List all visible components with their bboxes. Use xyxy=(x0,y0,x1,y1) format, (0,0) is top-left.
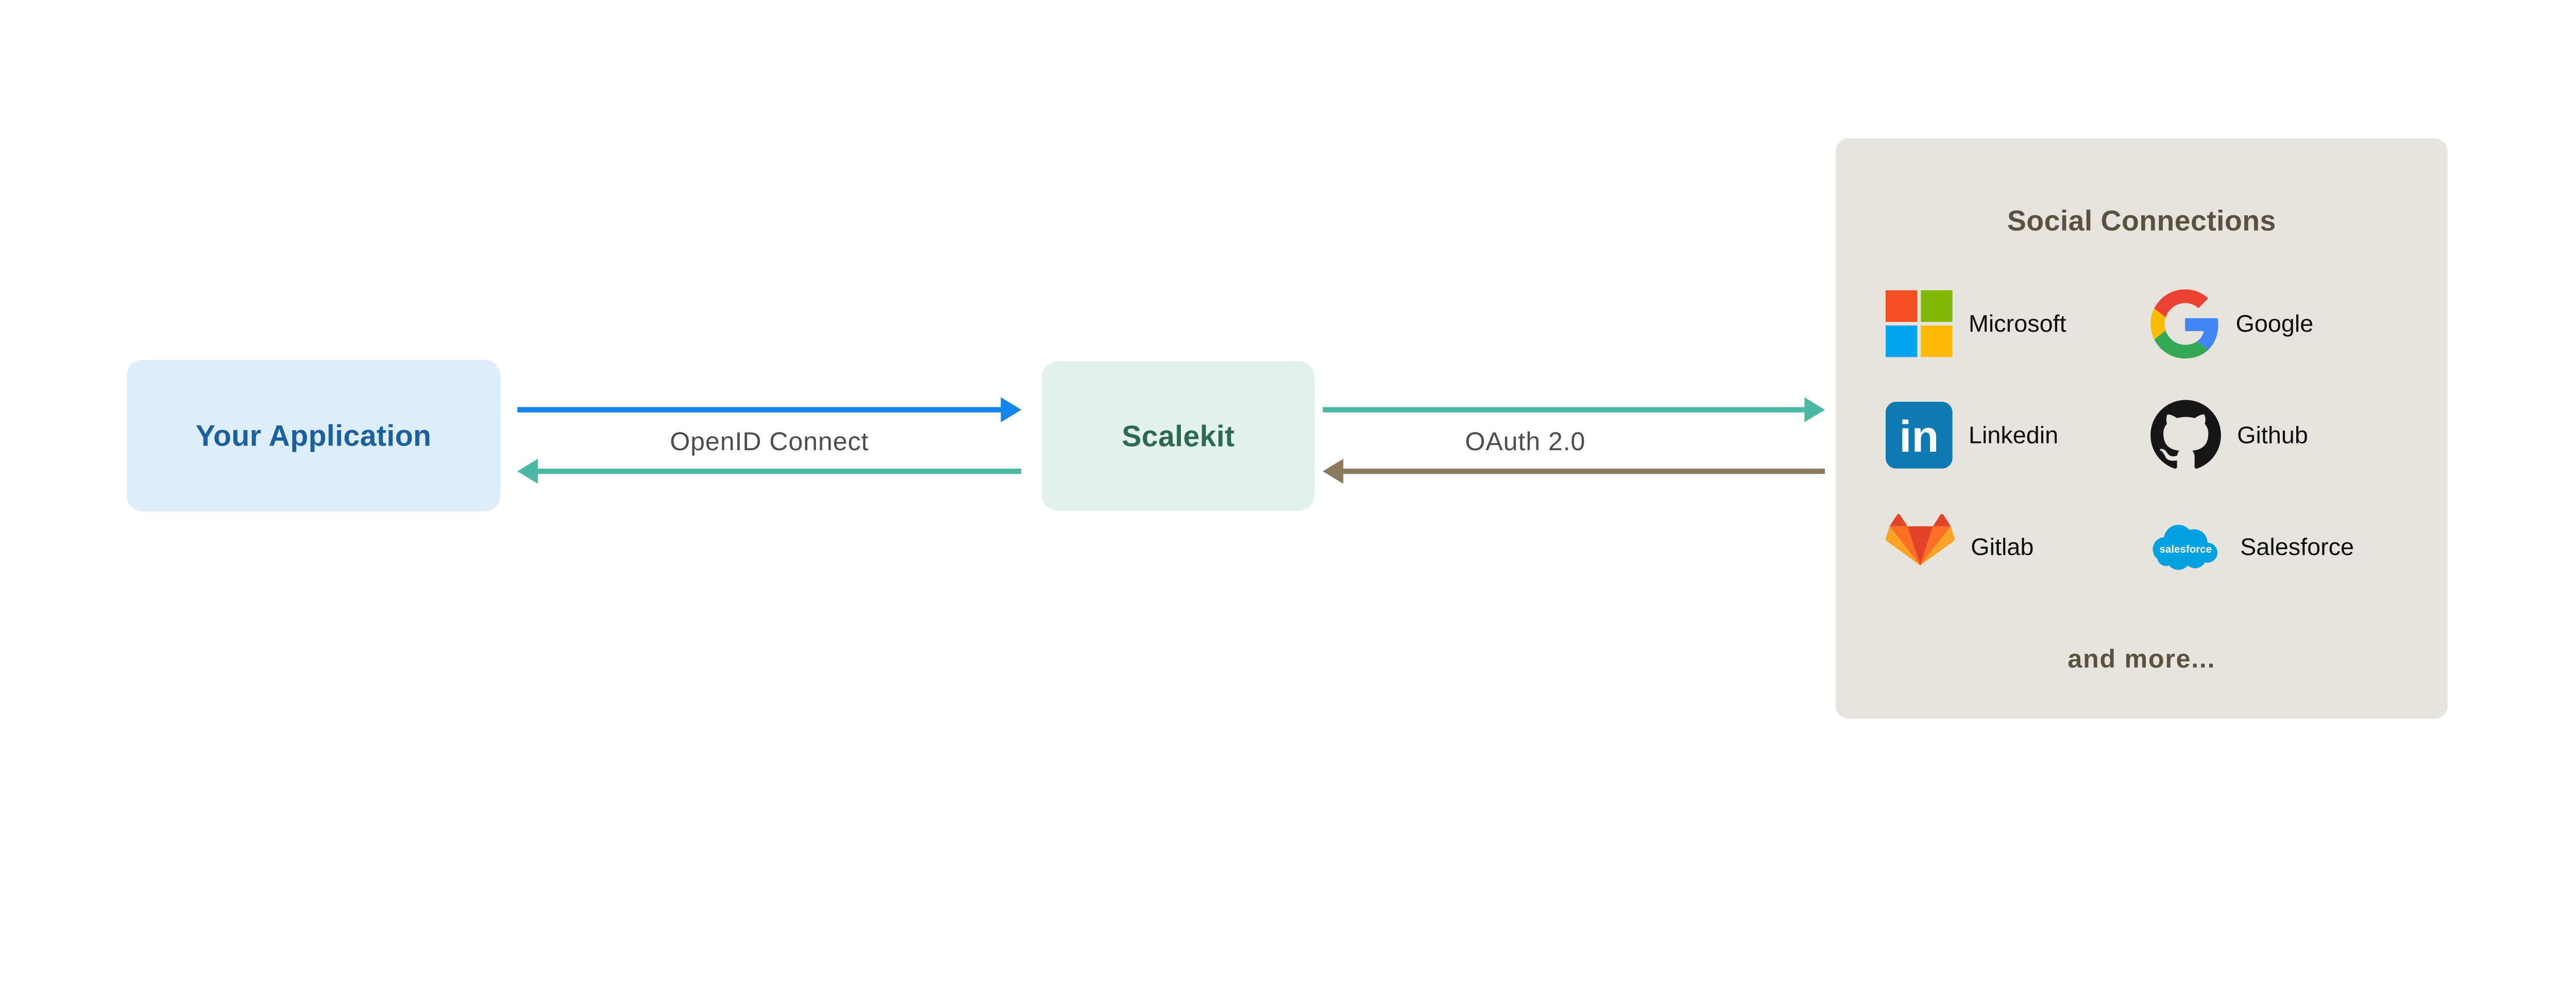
and-more-text: and more... xyxy=(2067,644,2216,674)
provider-label-salesforce: Salesforce xyxy=(2240,534,2354,561)
arrow-head-left-icon xyxy=(517,458,538,484)
provider-row-gitlab: Gitlab xyxy=(1885,507,2034,587)
diagram-canvas: Your Application Scalekit OpenID Connect… xyxy=(126,138,2448,719)
provider-row-linkedin: in Linkedin xyxy=(1885,395,2059,475)
provider-row-github: Github xyxy=(2150,395,2308,475)
arrow-line xyxy=(1343,468,1825,474)
oauth-forward-arrow xyxy=(1323,397,1825,422)
provider-label-linkedin: Linkedin xyxy=(1968,421,2059,449)
arrow-head-left-icon xyxy=(1323,458,1344,484)
arrow-line xyxy=(517,407,1001,413)
provider-label-github: Github xyxy=(2237,421,2308,449)
arrow-head-right-icon xyxy=(1804,397,1825,422)
svg-text:in: in xyxy=(1899,412,1939,462)
social-connections-panel: Social Connections Microsoft xyxy=(1836,138,2448,719)
arrow-line xyxy=(537,468,1022,474)
oauth-label: OAuth 2.0 xyxy=(1465,426,1586,456)
openid-return-arrow xyxy=(517,458,1022,484)
gitlab-icon xyxy=(1885,514,1955,580)
your-application-label: Your Application xyxy=(195,419,432,452)
provider-label-gitlab: Gitlab xyxy=(1971,534,2034,561)
svg-text:salesforce: salesforce xyxy=(2160,543,2212,555)
salesforce-icon: salesforce xyxy=(2146,520,2224,574)
github-icon xyxy=(2150,400,2221,470)
arrow-line xyxy=(1323,407,1805,413)
your-application-box: Your Application xyxy=(126,360,501,511)
provider-row-google: Google xyxy=(2150,284,2313,364)
social-connections-title: Social Connections xyxy=(2007,204,2276,237)
provider-row-salesforce: salesforce Salesforce xyxy=(2146,507,2354,587)
oauth-return-arrow xyxy=(1323,458,1825,484)
microsoft-icon xyxy=(1885,290,1953,357)
arrow-head-right-icon xyxy=(1001,397,1022,422)
provider-label-microsoft: Microsoft xyxy=(1968,310,2066,337)
scalekit-label: Scalekit xyxy=(1122,419,1235,453)
google-icon xyxy=(2150,289,2219,358)
provider-row-microsoft: Microsoft xyxy=(1885,284,2066,364)
openid-forward-arrow xyxy=(517,397,1022,422)
scalekit-box: Scalekit xyxy=(1042,361,1315,511)
provider-label-google: Google xyxy=(2235,310,2314,337)
openid-connect-label: OpenID Connect xyxy=(670,426,869,456)
linkedin-icon: in xyxy=(1885,401,1953,469)
